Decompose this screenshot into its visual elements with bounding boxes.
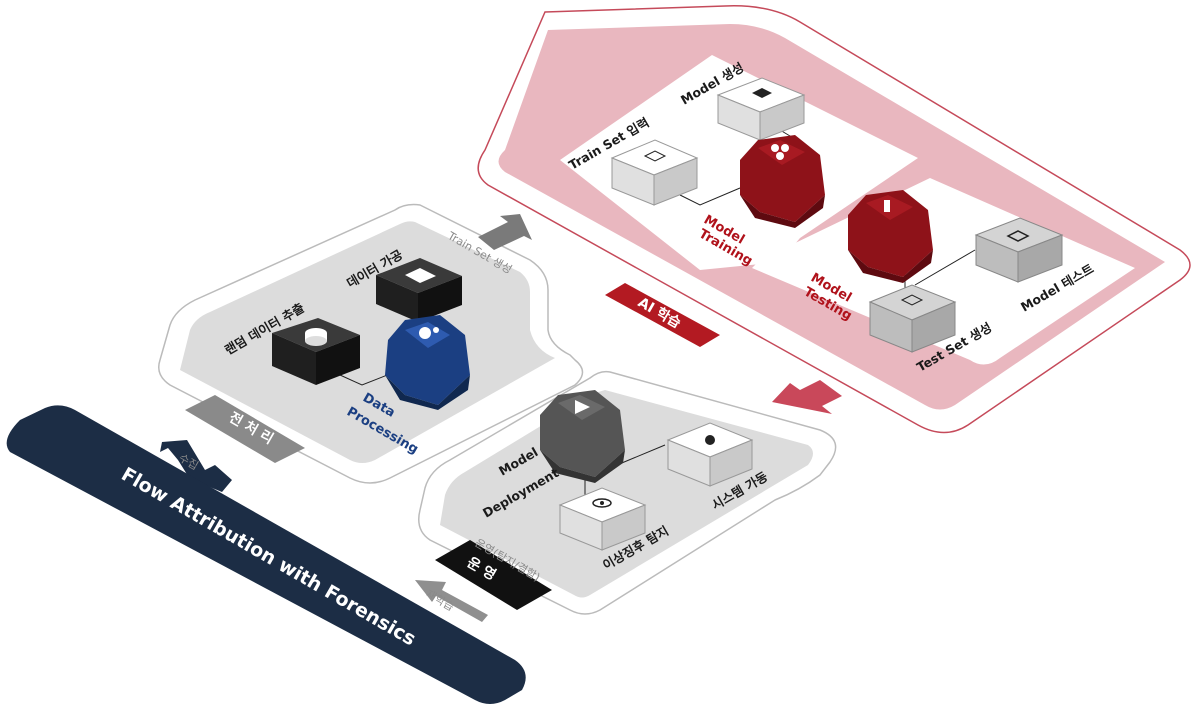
box-icon <box>752 88 772 98</box>
hexagons-icon <box>771 144 789 160</box>
node-system-run <box>666 422 754 487</box>
node-test-set <box>868 284 957 353</box>
operation-tag <box>435 540 552 610</box>
eye-icon <box>592 498 612 508</box>
node-model-deployment <box>540 390 625 483</box>
test-tube-icon <box>884 200 890 212</box>
database-icon <box>305 328 327 346</box>
node-model-test <box>974 217 1064 283</box>
base-bar <box>6 405 526 704</box>
train-set-arrow <box>478 214 532 250</box>
collect-arrow <box>160 440 232 492</box>
ai-learning-tag <box>605 283 720 347</box>
ai-learning-panel <box>477 5 1191 434</box>
to-operation-arrow <box>772 380 842 414</box>
node-train-set-input <box>610 139 699 206</box>
checkbox-icon <box>1006 230 1030 242</box>
play-icon <box>575 400 590 414</box>
node-anomaly-detect <box>558 487 647 551</box>
cube-icon <box>643 150 667 162</box>
node-data-process <box>376 258 462 322</box>
node-random-extract <box>272 318 360 385</box>
copy-icon <box>900 294 924 306</box>
server-icon <box>405 268 436 283</box>
gear-icon <box>419 327 439 339</box>
gear-icon <box>705 435 715 445</box>
preprocess-tag <box>185 395 305 463</box>
base-bar-label: Flow Attribution with Forensics <box>118 463 420 650</box>
node-model-testing <box>848 190 933 283</box>
node-model-create <box>716 77 806 141</box>
retrain-arrow <box>415 580 488 622</box>
node-model-training <box>740 135 825 228</box>
node-data-processing <box>385 315 470 410</box>
